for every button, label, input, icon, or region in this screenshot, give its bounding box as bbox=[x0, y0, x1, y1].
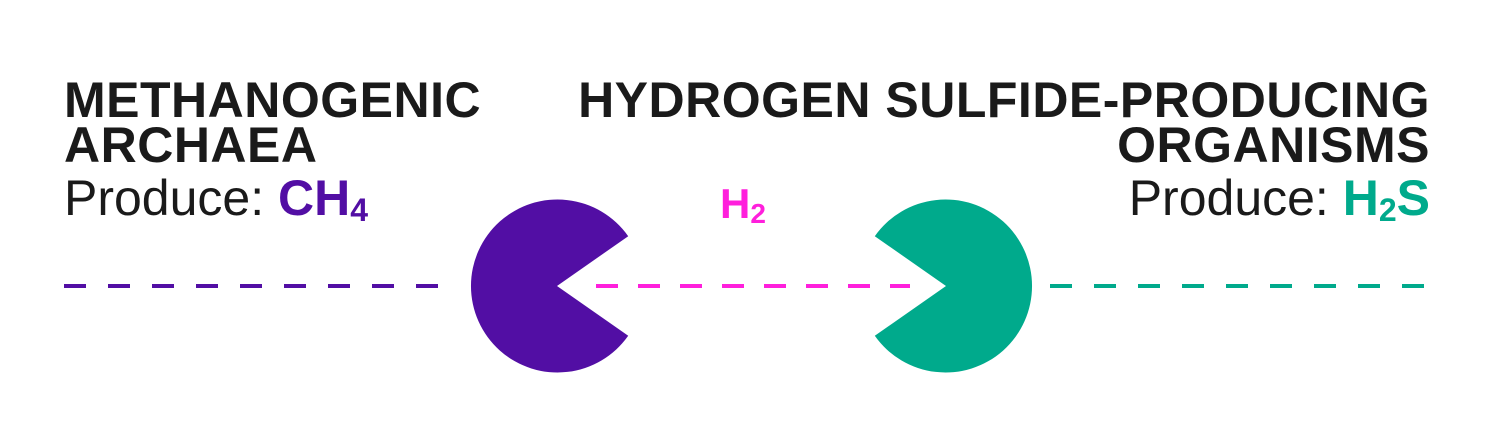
hydrogen-sulfide-formula-tail: S bbox=[1396, 170, 1430, 226]
hydrogen-formula: H2 bbox=[720, 180, 766, 228]
sulfide-producer-produce-label: Produce: bbox=[1128, 170, 1329, 226]
methane-formula-subscript: 4 bbox=[350, 192, 369, 228]
methanogen-heading-line2: ARCHAEA bbox=[64, 117, 318, 173]
methane-formula-main: CH bbox=[278, 170, 351, 226]
methanogen-pacman-icon bbox=[470, 199, 629, 373]
sulfide-producer-product: Produce: H2S bbox=[1128, 170, 1430, 226]
sulfide-producer-heading-line1: HYDROGEN SULFIDE-PRODUCING bbox=[578, 72, 1430, 128]
hydrogen-sulfide-formula-main: H bbox=[1342, 170, 1379, 226]
methane-formula: CH4 bbox=[278, 170, 368, 226]
sulfide-producer-heading-line2: ORGANISMS bbox=[1117, 117, 1430, 173]
hydrogen-formula-main: H bbox=[720, 180, 751, 227]
methanogen-product: Produce: CH4 bbox=[64, 170, 368, 226]
methanogen-produce-label: Produce: bbox=[64, 170, 265, 226]
hydrogen-sulfide-formula: H2S bbox=[1343, 170, 1430, 226]
sulfide-producer-pacman-icon bbox=[874, 199, 1033, 373]
methanogen-heading-line1: METHANOGENIC bbox=[64, 72, 482, 128]
sulfide-producer-heading: HYDROGEN SULFIDE-PRODUCING ORGANISMS bbox=[578, 72, 1430, 173]
methanogen-heading: METHANOGENIC ARCHAEA bbox=[64, 72, 482, 173]
hydrogen-sulfide-formula-subscript: 2 bbox=[1378, 192, 1397, 228]
hydrogen-formula-subscript: 2 bbox=[750, 198, 766, 229]
